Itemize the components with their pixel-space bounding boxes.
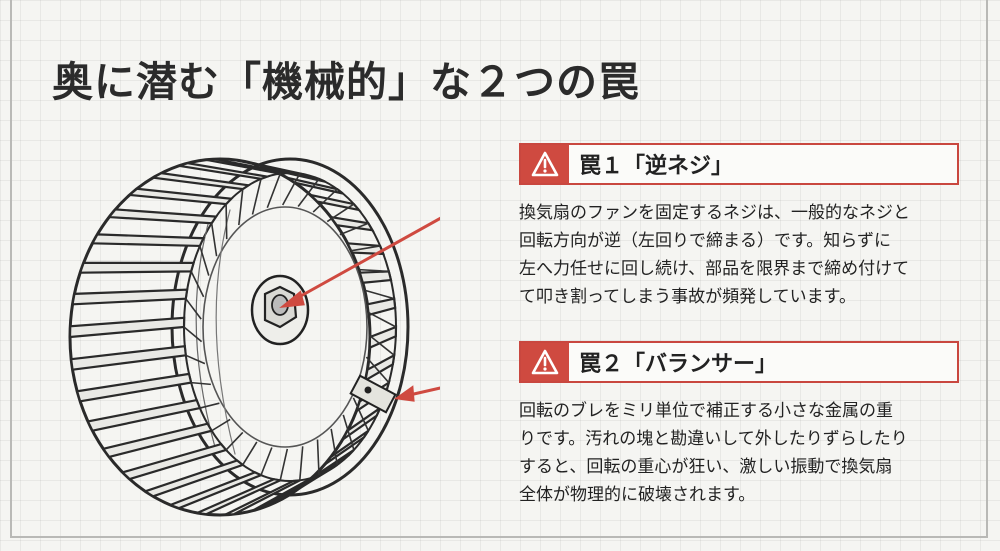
inner-blade <box>191 381 211 386</box>
trap1-line: 左へ力任せに回し続け、部品を限界まで締め付けて <box>519 259 910 279</box>
trap2-line: 全体が物理的に破壊されます。 <box>519 485 756 505</box>
inner-blade <box>297 178 320 207</box>
inner-blade <box>225 431 244 451</box>
inner-blade <box>312 188 338 213</box>
sirocco-fan-illustration <box>68 157 440 517</box>
trap1-line: て叩き割ってしまう事故が頻発しています。 <box>519 287 856 307</box>
trap2-description: 回転のブレをミリ単位で補正する小さな金属の重 りです。汚れの塊と勘違いして外した… <box>519 397 959 509</box>
fan-blade <box>69 344 188 371</box>
fan-nut <box>250 274 310 346</box>
trap1-callout: 罠１「逆ネジ」 換気扇のファンを固定するネジは、一般的なネジと 回転方向が逆（左… <box>519 143 959 311</box>
trap1-heading: 罠１「逆ネジ」 <box>579 154 734 179</box>
fan-blade <box>364 353 396 383</box>
inner-blade <box>281 173 301 206</box>
inner-blade <box>339 222 369 236</box>
inner-blade <box>342 414 355 451</box>
trap2-callout: 罠２「バランサー」 回転のブレをミリ単位で補正する小さな金属の重 りです。汚れの… <box>519 341 959 509</box>
inner-blade <box>359 268 389 273</box>
inner-blade <box>190 271 205 298</box>
fan-blade <box>167 471 264 510</box>
fan-blade <box>106 208 219 225</box>
trap2-line: すると、回転の重心が狂い、激しい振動で換気扇 <box>519 457 893 477</box>
inner-blade <box>199 245 210 276</box>
inner-blade <box>364 289 395 300</box>
warning-triangle-icon <box>521 145 569 183</box>
fan-blade <box>120 442 229 481</box>
page-title: 奥に潜む「機械的」な２つの罠 <box>52 58 640 106</box>
trap1-line: 換気扇のファンを固定するネジは、一般的なネジと <box>519 203 910 223</box>
inner-blade <box>242 441 258 466</box>
fan-blade <box>101 422 214 459</box>
inner-blade <box>368 311 397 328</box>
fan-blade <box>306 193 362 212</box>
fan-blade <box>193 478 284 516</box>
fan-blade <box>358 270 393 284</box>
inner-blade <box>185 354 206 365</box>
fan-blade <box>71 288 189 306</box>
inner-blade <box>185 298 202 320</box>
trap2-arrow <box>404 386 440 398</box>
trap2-line: りです。汚れの塊と勘違いして外したりずらしたり <box>519 429 908 449</box>
inner-blade <box>326 203 355 223</box>
trap1-arrow <box>289 216 440 304</box>
trap1-header: 罠１「逆ネジ」 <box>519 143 959 185</box>
fan-blade <box>126 187 234 206</box>
fan-blade <box>328 215 375 232</box>
fan-blade <box>224 479 301 517</box>
fan-blade <box>75 372 193 403</box>
fan-blade <box>178 162 272 181</box>
inner-blade <box>316 439 320 476</box>
inner-blade <box>251 178 262 215</box>
inner-blade <box>350 245 381 252</box>
trap2-heading: 罠２「バランサー」 <box>579 352 778 377</box>
fan-blade <box>278 463 338 502</box>
trap1-description: 換気扇のファンを固定するネジは、一般的なネジと 回転方向が逆（左回りで締まる）で… <box>519 199 959 311</box>
fan-blade <box>366 297 397 317</box>
inner-blade <box>211 418 231 432</box>
trap1-line: 回転方向が逆（左回りで締まる）です。知らずに <box>519 231 891 251</box>
inner-blade <box>238 189 244 226</box>
fan-blade <box>86 398 202 432</box>
trap2-header: 罠２「バランサー」 <box>519 341 959 383</box>
inner-blade <box>279 448 289 481</box>
inner-blade <box>266 173 281 209</box>
fan-blade <box>149 172 252 191</box>
fan-blade <box>368 325 398 350</box>
inner-blade <box>210 223 218 257</box>
fan-blade <box>341 404 383 441</box>
fan-inner-plate <box>202 206 368 448</box>
balancer-weight <box>349 374 397 414</box>
fan-blade <box>78 261 196 274</box>
inner-blade <box>260 447 273 476</box>
fan-blade <box>142 459 246 498</box>
inner-blade <box>330 428 339 465</box>
inner-blade <box>365 356 390 384</box>
fan-blade <box>68 316 186 339</box>
inner-blade <box>199 402 220 409</box>
trap2-line: 回転のブレをミリ単位で補正する小さな金属の重 <box>519 401 893 421</box>
inner-blade <box>352 397 370 432</box>
inner-blade <box>298 446 304 481</box>
inner-blade <box>183 326 203 343</box>
warning-triangle-icon <box>521 343 569 381</box>
inner-blade <box>225 204 228 240</box>
inner-blade <box>368 334 395 356</box>
fan-blade <box>251 474 320 512</box>
fan-blade <box>90 233 206 248</box>
